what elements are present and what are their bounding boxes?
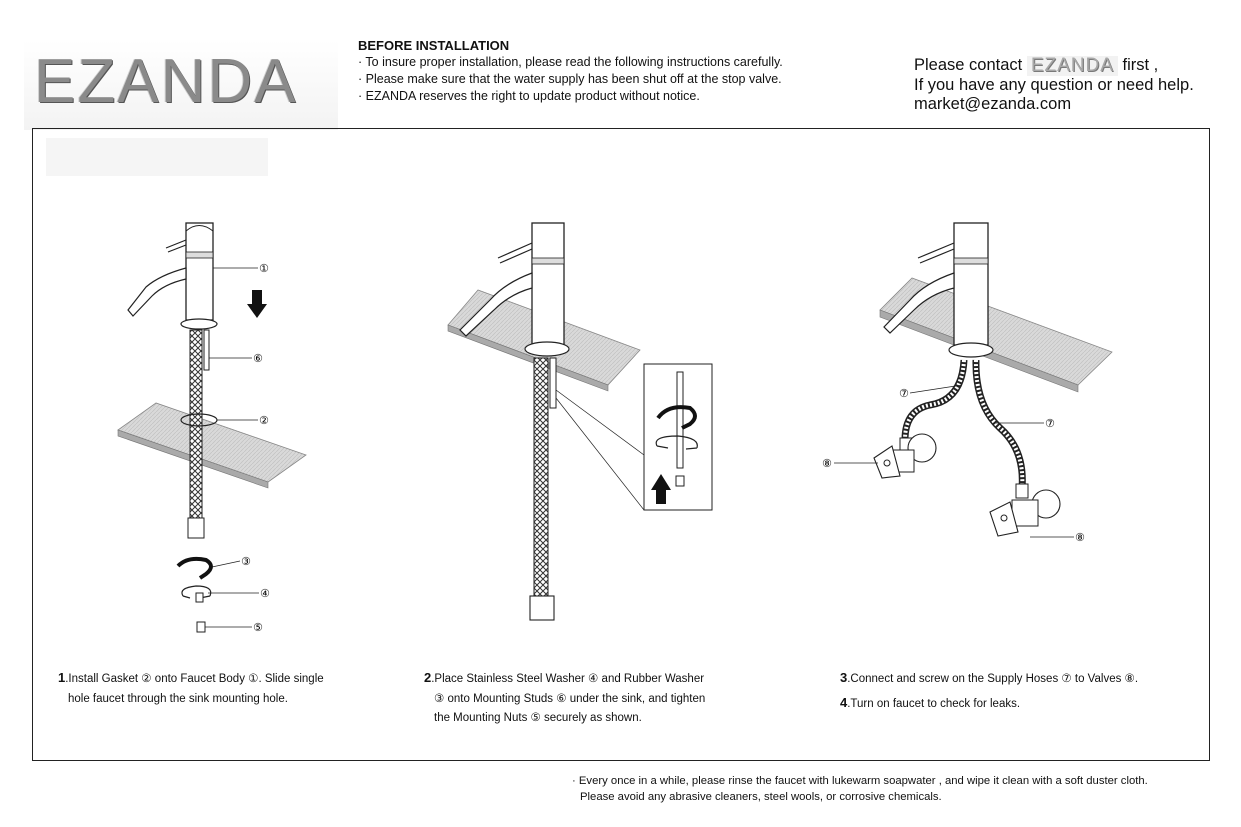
step-text: .Turn on faucet to check for leaks. (847, 697, 1021, 710)
brand-logo-text: EZANDA (34, 47, 298, 116)
step-text: .Install Gasket ② onto Faucet Body ①. Sl… (65, 673, 324, 685)
note-item: · Please make sure that the water supply… (358, 72, 782, 86)
step-number: 2 (424, 670, 432, 685)
contact-help-line: If you have any question or need help. (914, 75, 1194, 94)
step-number: 1 (58, 670, 66, 685)
step-text: ③ onto Mounting Studs ⑥ under the sink, … (434, 692, 706, 705)
instruction-frame (32, 128, 1210, 761)
step-number: 4 (840, 694, 848, 710)
note-item: · EZANDA reserves the right to update pr… (358, 89, 700, 103)
faint-watermark-area (46, 138, 268, 176)
step-1: 1.Install Gasket ② onto Faucet Body ①. S… (58, 668, 358, 709)
step-text: the Mounting Nuts ⑤ securely as shown. (434, 712, 642, 724)
before-installation: BEFORE INSTALLATION · To insure proper i… (358, 37, 878, 105)
contact-logo: EZANDA (1026, 56, 1118, 76)
step-3-4: 3.Connect and screw on the Supply Hoses … (840, 668, 1200, 714)
step-number: 3 (840, 670, 848, 685)
step-text: hole faucet through the sink mounting ho… (68, 692, 288, 705)
before-installation-heading: BEFORE INSTALLATION (358, 38, 510, 53)
contact-prefix: Please contact (914, 56, 1023, 74)
care-line: Please avoid any abrasive cleaners, stee… (580, 791, 942, 803)
care-notes: · Every once in a while, please rinse th… (572, 773, 1232, 805)
step-text: .Place Stainless Steel Washer ④ and Rubb… (431, 673, 705, 685)
contact-email[interactable]: market@ezanda.com (914, 95, 1072, 113)
contact-suffix: first , (1122, 56, 1159, 74)
step-text: .Connect and screw on the Supply Hoses ⑦… (847, 673, 1139, 685)
brand-logo: EZANDA (24, 40, 338, 130)
care-line: · Every once in a while, please rinse th… (572, 775, 1148, 787)
step-2: 2.Place Stainless Steel Washer ④ and Rub… (424, 668, 754, 729)
note-item: · To insure proper installation, please … (358, 55, 783, 69)
contact-block: Please contact EZANDA first , If you hav… (914, 56, 1234, 115)
